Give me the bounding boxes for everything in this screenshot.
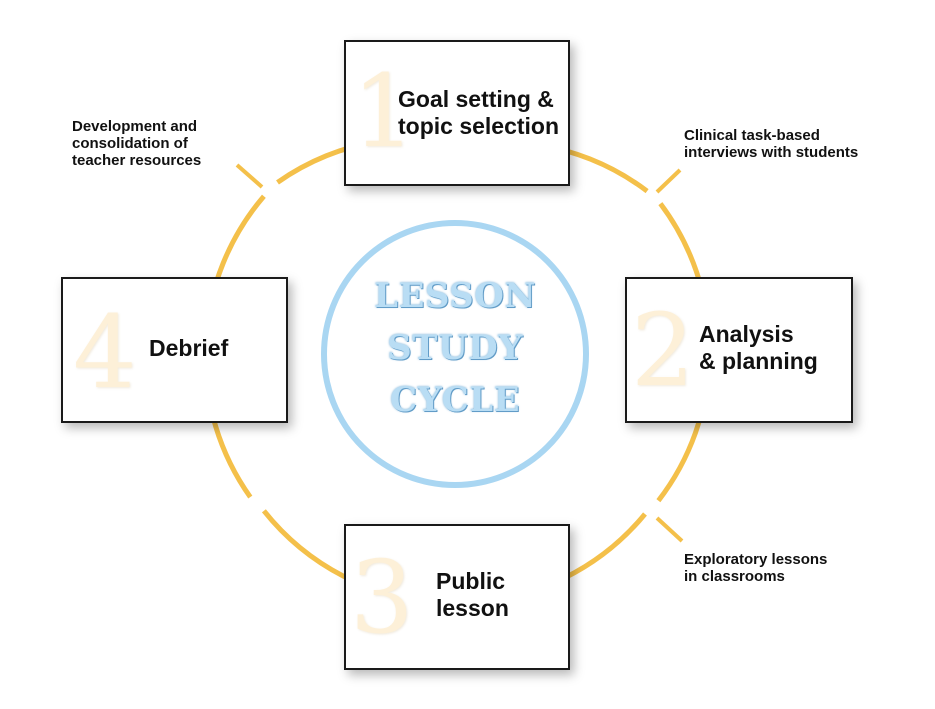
step-number-4: 4 [73, 294, 137, 411]
step-box-goal-setting: 1 Goal setting & topic selection [344, 40, 570, 186]
annotation-teacher-resources: Development and consolidation of teacher… [72, 118, 202, 169]
center-title: LESSON STUDY CYCLE [374, 276, 536, 420]
pointer-tick-top-left [235, 163, 264, 189]
step-number-2: 2 [631, 292, 695, 409]
step-box-analysis-planning: 2 Analysis & planning [625, 277, 853, 423]
pointer-tick-top-right [655, 168, 682, 194]
annotation-clinical-interviews: Clinical task-based interviews with stud… [684, 127, 859, 161]
center-circle [321, 220, 589, 488]
pointer-tick-bottom-right [655, 516, 684, 543]
step-title-goal-setting: Goal setting & topic selection [398, 86, 560, 139]
step-title-debrief: Debrief [149, 335, 229, 361]
step-title-public-lesson: Public lesson [436, 568, 509, 621]
step-box-debrief: 4 Debrief [61, 277, 288, 423]
step-title-analysis-planning: Analysis & planning [699, 321, 818, 374]
step-number-3: 3 [350, 539, 414, 656]
step-box-public-lesson: 3 Public lesson [344, 524, 570, 670]
annotation-exploratory-lessons: Exploratory lessons in classrooms [684, 551, 828, 585]
step-number-1: 1 [352, 53, 416, 170]
